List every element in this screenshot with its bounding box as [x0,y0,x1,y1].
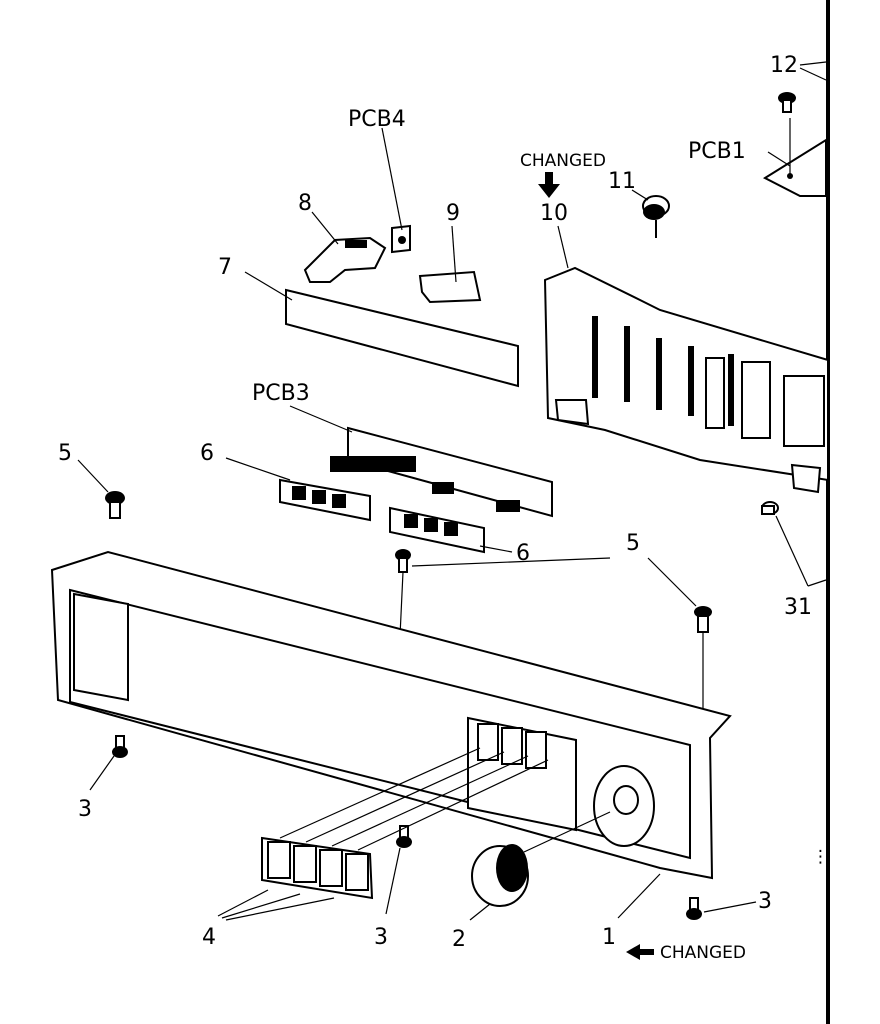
label-pcb4: PCB4 [348,107,406,132]
knob-2 [471,811,611,907]
label-8: 8 [298,191,312,216]
label-3-right: 3 [758,889,772,914]
edge-mark: ⋮ [812,847,829,867]
label-changed-bottom: CHANGED [660,943,746,963]
label-pcb3: PCB3 [252,381,310,406]
strip-7 [285,288,519,388]
label-11: 11 [608,169,636,194]
label-5-right: 5 [626,531,640,556]
pcb3-board [330,426,553,518]
screw-12 [778,92,796,113]
label-12: 12 [770,53,798,78]
label-10: 10 [540,201,568,226]
chassis-bracket-10 [543,266,829,494]
pcb1-board [762,118,827,197]
label-3-middle: 3 [374,925,388,950]
label-changed-top: CHANGED [520,151,606,171]
button-rail-6a [279,478,371,522]
screw-5-middle [395,549,411,637]
screw-3-left [112,735,128,758]
component-11 [642,195,670,238]
label-4: 4 [202,925,216,950]
screw-5-right [694,606,712,712]
push-buttons-4 [261,747,549,900]
screw-3-middle [396,825,412,848]
label-9: 9 [446,201,460,226]
label-5-left: 5 [58,441,72,466]
label-2: 2 [452,927,466,952]
label-3-left: 3 [78,797,92,822]
label-6-left: 6 [200,441,214,466]
pcb4-assembly [303,224,482,304]
changed-arrow-top [538,172,560,198]
label-31: 31 [784,595,812,620]
changed-arrow-bottom [626,944,654,960]
label-6-right: 6 [516,541,530,566]
front-panel-1 [50,550,732,880]
screw-5-left [105,491,125,519]
label-1: 1 [602,925,616,950]
button-rail-6b [389,506,485,554]
screw-3-right [686,897,702,920]
screw-31 [761,501,779,515]
label-7: 7 [218,255,232,280]
label-pcb1: PCB1 [688,139,746,164]
leader-lines [77,61,827,921]
